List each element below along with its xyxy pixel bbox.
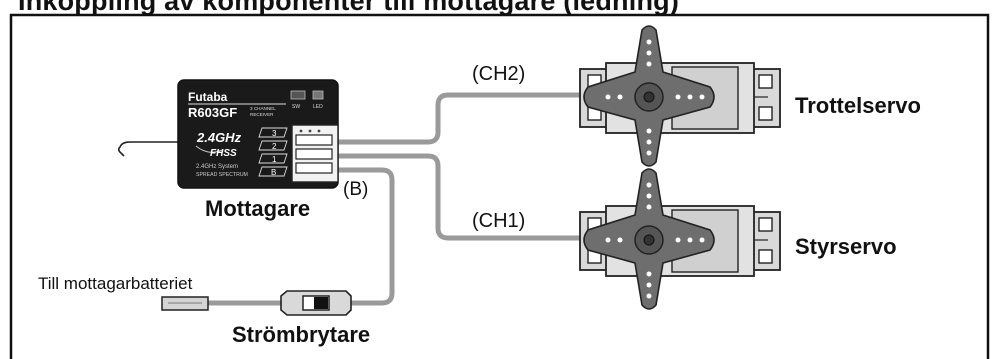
battery-connector <box>161 296 209 311</box>
port-label-b: B <box>271 168 276 177</box>
led-indicator <box>312 90 324 100</box>
system-text: 2.4GHz System <box>196 164 238 170</box>
cables <box>203 92 601 306</box>
steering-servo-label: Styrservo <box>795 234 897 259</box>
port-label-3: 3 <box>272 129 277 138</box>
receiver-label: Mottagare <box>205 196 311 221</box>
ch2-label: (CH2) <box>472 63 526 85</box>
steering-servo <box>579 168 781 310</box>
diagram-title: Inkoppling av komponenter till mottagare… <box>18 0 680 16</box>
channel-text-1: 3 CHANNEL <box>250 106 276 111</box>
port-labels: 3 2 1 B <box>258 127 288 177</box>
receiver: Futaba R603GF 3 CHANNEL RECEIVER SW LED … <box>177 79 339 189</box>
antenna-wire <box>117 141 188 157</box>
spread-text: SPREAD SPECTRUM <box>196 172 248 178</box>
model-text: R603GF <box>188 105 237 120</box>
servo-horn <box>583 25 715 167</box>
diagram-frame <box>9 13 990 359</box>
port-label-2: 2 <box>272 142 277 151</box>
brand-text: Futaba <box>188 90 228 104</box>
cable-ch2 <box>319 92 601 145</box>
port-label-1: 1 <box>272 155 277 164</box>
switch-knob <box>314 297 328 309</box>
battery-port-label: (B) <box>343 179 369 200</box>
sw-text: SW <box>292 104 300 110</box>
throttle-servo <box>579 25 781 167</box>
mode-text: FHSS <box>210 148 237 159</box>
switch <box>280 290 352 316</box>
cable-battery-port <box>319 167 395 306</box>
sw-indicator <box>290 90 306 100</box>
ch1-label: (CH1) <box>472 210 526 232</box>
cable-ch1 <box>319 153 601 241</box>
throttle-servo-label: Trottelservo <box>795 93 921 118</box>
led-text: LED <box>313 104 323 110</box>
servo-horn <box>583 168 715 310</box>
battery-label: Till mottagarbatteriet <box>38 274 193 293</box>
band-text: 2.4GHz <box>196 130 242 145</box>
switch-label: Strömbrytare <box>232 322 371 347</box>
channel-text-2: RECEIVER <box>250 112 274 117</box>
